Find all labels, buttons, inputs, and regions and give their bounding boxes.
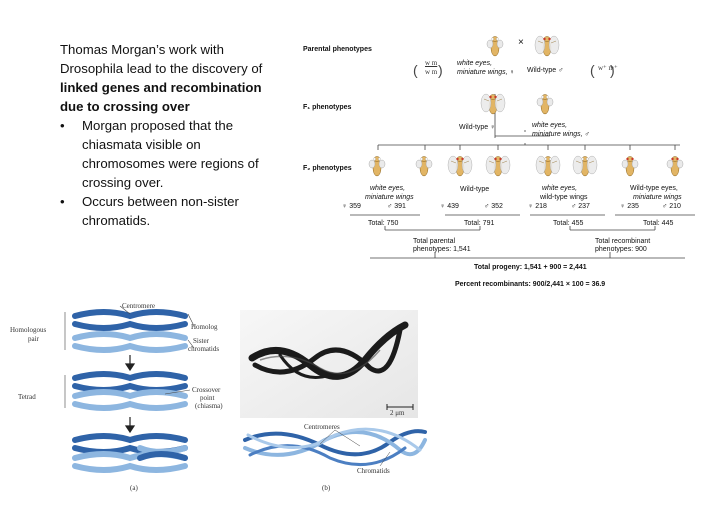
chromosome-drawings [64, 305, 195, 473]
paren-right: ) [438, 62, 443, 78]
recomb-total-2: phenotypes: 900 [595, 246, 647, 253]
f2-group-1-total: Total: 750 [368, 220, 399, 227]
tetrad-label: Tetrad [18, 393, 36, 401]
cross-symbol: × [518, 37, 524, 48]
parent-male-text: Wild-type ♂ [527, 67, 564, 74]
caption-a: (a) [130, 484, 138, 492]
f2-group-3-total: Total: 455 [553, 220, 584, 227]
f2-group-3-male: ♂ 237 [571, 203, 590, 210]
centromere-label: Centromere [122, 302, 156, 310]
f2-group-4-total: Total: 445 [643, 220, 674, 227]
f1-male-label-1: white eyes, [532, 122, 568, 129]
homologous-pair-label-2: pair [28, 335, 39, 343]
homolog-label: Homolog [191, 323, 218, 331]
recomb-total-1: Total recombinant [595, 238, 651, 245]
parental-phenotypes-label: Parental phenotypes [303, 46, 372, 53]
f1-male-label-2: miniature wings, ♂ [532, 131, 590, 138]
fly-icon [534, 35, 560, 57]
micrograph-chromosome [240, 310, 418, 418]
f2-group-1-female: ♀ 359 [342, 203, 361, 210]
fly-icon [447, 155, 473, 177]
centromeres-label: Centromeres [304, 423, 340, 431]
f2-group-4-label-2: miniature wings [633, 194, 682, 201]
f2-group-4-label-1: Wild-type eyes, [630, 185, 678, 192]
f2-group-4-male: ♂ 210 [662, 203, 681, 210]
crossover-label-1: Crossover [192, 386, 221, 394]
f1-female-label: Wild-type ♀ [459, 124, 496, 131]
fly-icon [572, 155, 598, 177]
fly-icon [536, 94, 554, 115]
chromatids-label: Chromatids [357, 467, 390, 475]
crossover-label-2: point [200, 394, 215, 402]
fly-icon [486, 36, 504, 57]
parental-total-1: Total parental [413, 238, 456, 245]
f2-group-1-male: ♂ 391 [387, 203, 406, 210]
chromatid-drawing [243, 427, 427, 467]
homologous-pair-label-1: Homologous [10, 326, 47, 334]
bullet-dot: • [60, 194, 65, 209]
fly-icon [415, 156, 433, 177]
f2-group-3-label-1: white eyes, [542, 185, 578, 192]
f2-group-3-female: ♀ 218 [528, 203, 547, 210]
f2-group-3-label-2: wild-type wings [540, 194, 588, 201]
bullet-2: • Occurs between non-sister chromatids. [60, 194, 239, 228]
sister-label-2: chromatids [188, 345, 220, 353]
fly-icon [535, 155, 561, 177]
parent-female-text-1: white eyes, [457, 60, 493, 67]
f2-phenotypes-label: F₂ phenotypes [303, 165, 352, 172]
fly-icon [485, 155, 511, 177]
parental-total-2: phenotypes: 1,541 [413, 246, 471, 253]
female-genotype-bottom: w m [425, 68, 438, 76]
scale-label: 2 μm [390, 409, 405, 417]
fly-icon [480, 93, 506, 115]
f2-group-2-total: Total: 791 [464, 220, 495, 227]
intro-line-2: Drosophila lead to the discovery of [60, 61, 263, 76]
f2-group-2-male: ♂ 352 [484, 203, 503, 210]
crossover-label-3: (chiasma) [195, 402, 223, 410]
intro-line-1: Thomas Morgan’s work with [60, 42, 224, 57]
f2-group-1-label-2: miniature wings [365, 194, 414, 201]
micrograph-photo [240, 310, 418, 418]
f2-group-1-label-1: white eyes, [370, 185, 406, 192]
fly-icon [621, 156, 639, 177]
sister-label-1: Sister [193, 337, 209, 345]
slide-text: Thomas Morgan’s work with Drosophila lea… [60, 40, 300, 230]
f2-group-2-female: ♀ 439 [440, 203, 459, 210]
fly-illustrations [368, 35, 684, 177]
scale-bar [386, 404, 414, 410]
f2-group-2-label-1: Wild-type [460, 186, 490, 193]
fly-icon [368, 156, 386, 177]
bullet-1: • Morgan proposed that the chiasmata vis… [60, 118, 259, 190]
intro-bold-1: linked genes and recombination [60, 80, 262, 95]
caption-b: (b) [322, 484, 331, 492]
female-genotype-top: w m [425, 59, 438, 67]
paren-left: ( [413, 62, 418, 78]
parent-female-text-2: miniature wings, ♀ [457, 69, 515, 76]
f1-phenotypes-label: F₁ phenotypes [303, 104, 352, 111]
total-progeny: Total progeny: 1,541 + 900 = 2,441 [474, 264, 587, 271]
bullet-dot: • [60, 118, 65, 133]
male-genotype: w⁺ m⁺ [598, 64, 618, 72]
f2-group-4-female: ♀ 235 [620, 203, 639, 210]
fly-icon [666, 156, 684, 177]
percent-recombinants: Percent recombinants: 900/2,441 × 100 = … [455, 281, 606, 288]
intro-bold-2: due to crossing over [60, 99, 190, 114]
